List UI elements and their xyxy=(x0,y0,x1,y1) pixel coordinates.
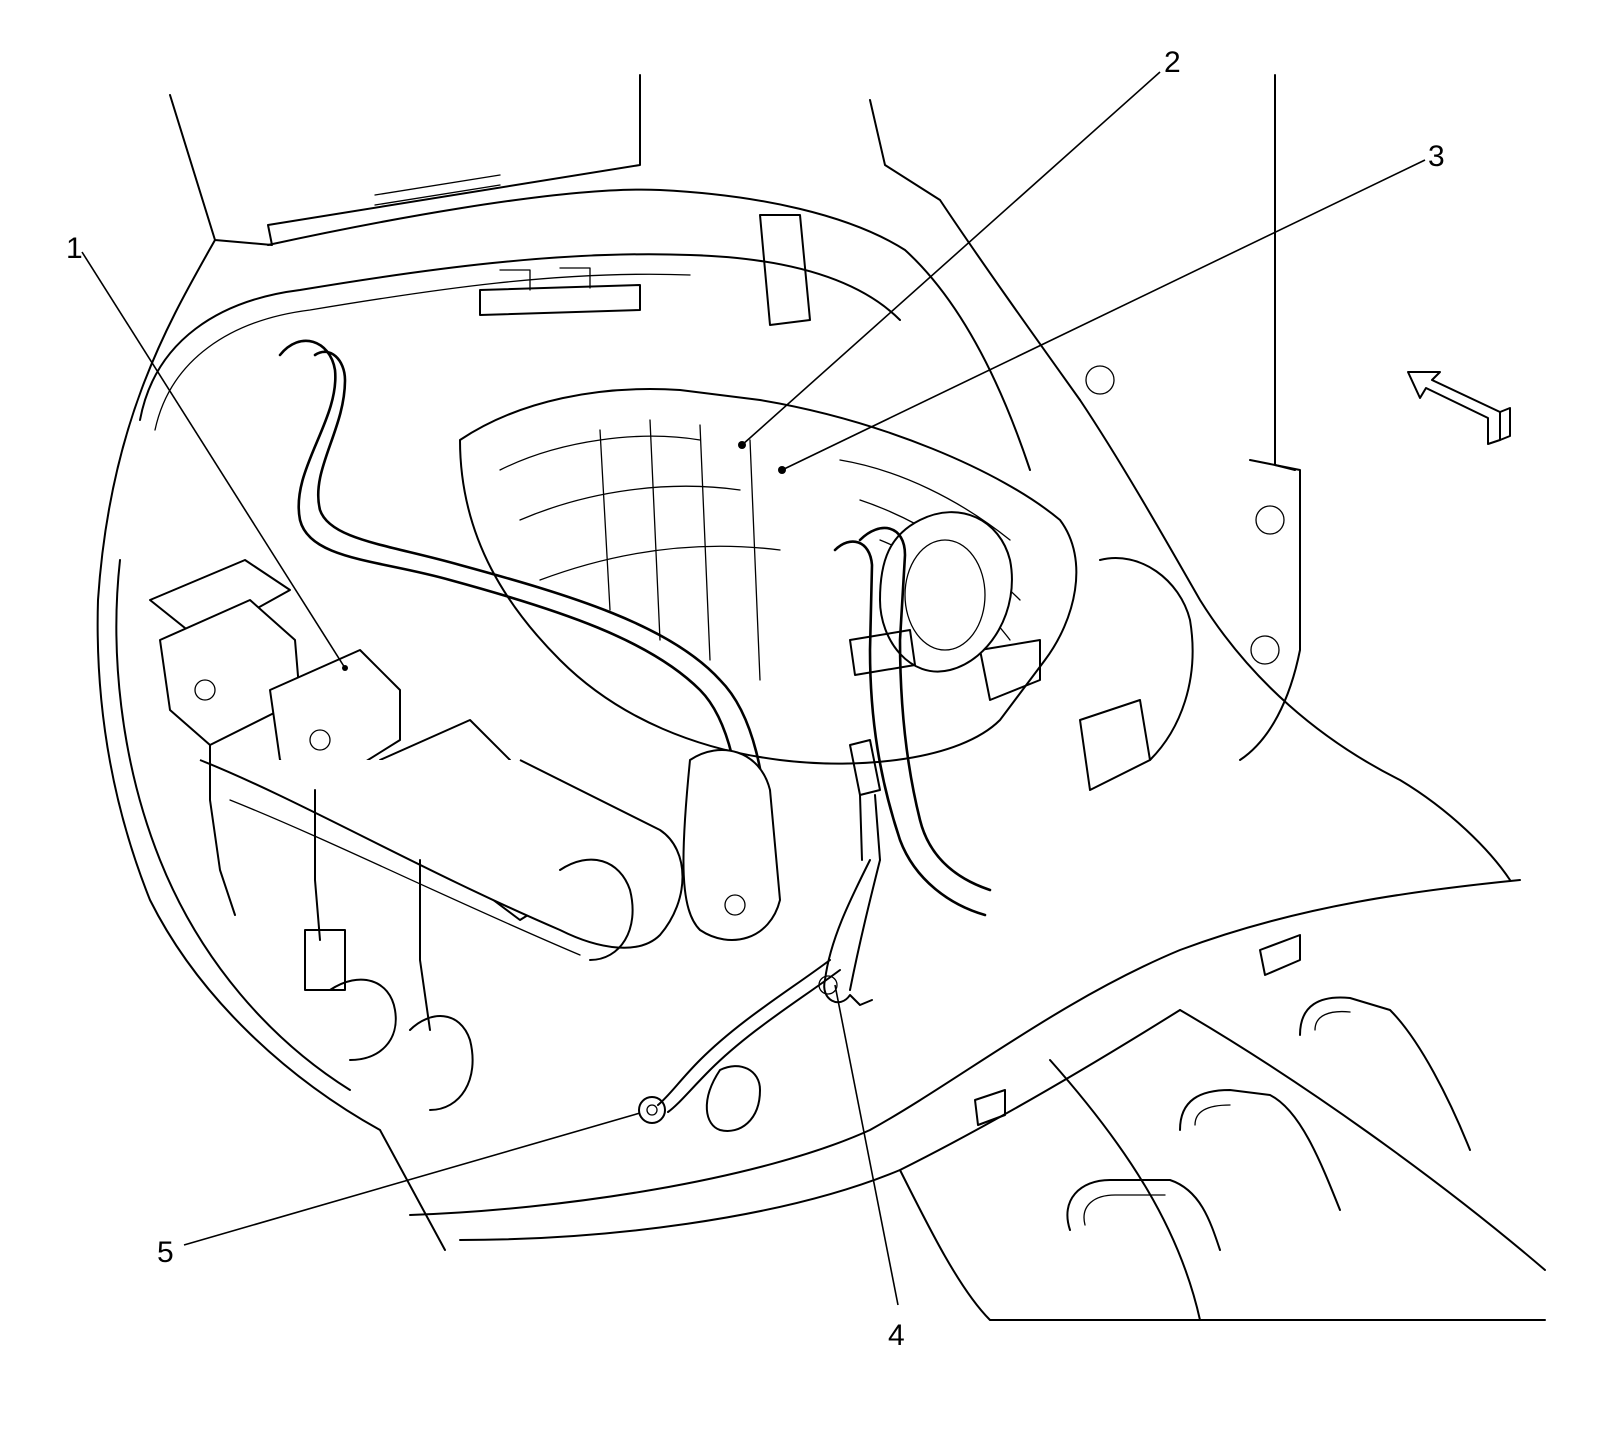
callout-labels: 1 2 3 4 5 xyxy=(66,46,1445,1352)
leader-line-1 xyxy=(81,251,346,669)
callout-5: 5 xyxy=(157,1236,174,1269)
ground-strap xyxy=(638,959,841,1124)
right-strut-tower xyxy=(1079,365,1301,791)
accessory-bracket xyxy=(682,749,781,1132)
callout-1: 1 xyxy=(66,232,83,265)
leader-line-3 xyxy=(781,159,1426,471)
valve-cover xyxy=(199,759,684,961)
sensor-and-harness xyxy=(818,739,881,1006)
callout-4: 4 xyxy=(888,1319,905,1352)
upper-radiator-hose xyxy=(833,526,992,917)
coolant-hose xyxy=(278,339,780,907)
floor-pan xyxy=(974,934,1471,1251)
callout-3: 3 xyxy=(1428,140,1445,173)
leader-lines xyxy=(81,71,1426,1306)
cowl-details xyxy=(374,174,811,326)
engine-bay-rim xyxy=(115,253,901,1091)
forward-arrow-icon xyxy=(1407,371,1511,445)
callout-2: 2 xyxy=(1164,46,1181,79)
throttle-body xyxy=(879,511,1013,673)
leader-line-4 xyxy=(834,984,899,1306)
leader-line-2 xyxy=(741,71,1161,446)
spark-plug-wires xyxy=(209,744,474,1111)
leader-line-5 xyxy=(183,1112,641,1246)
